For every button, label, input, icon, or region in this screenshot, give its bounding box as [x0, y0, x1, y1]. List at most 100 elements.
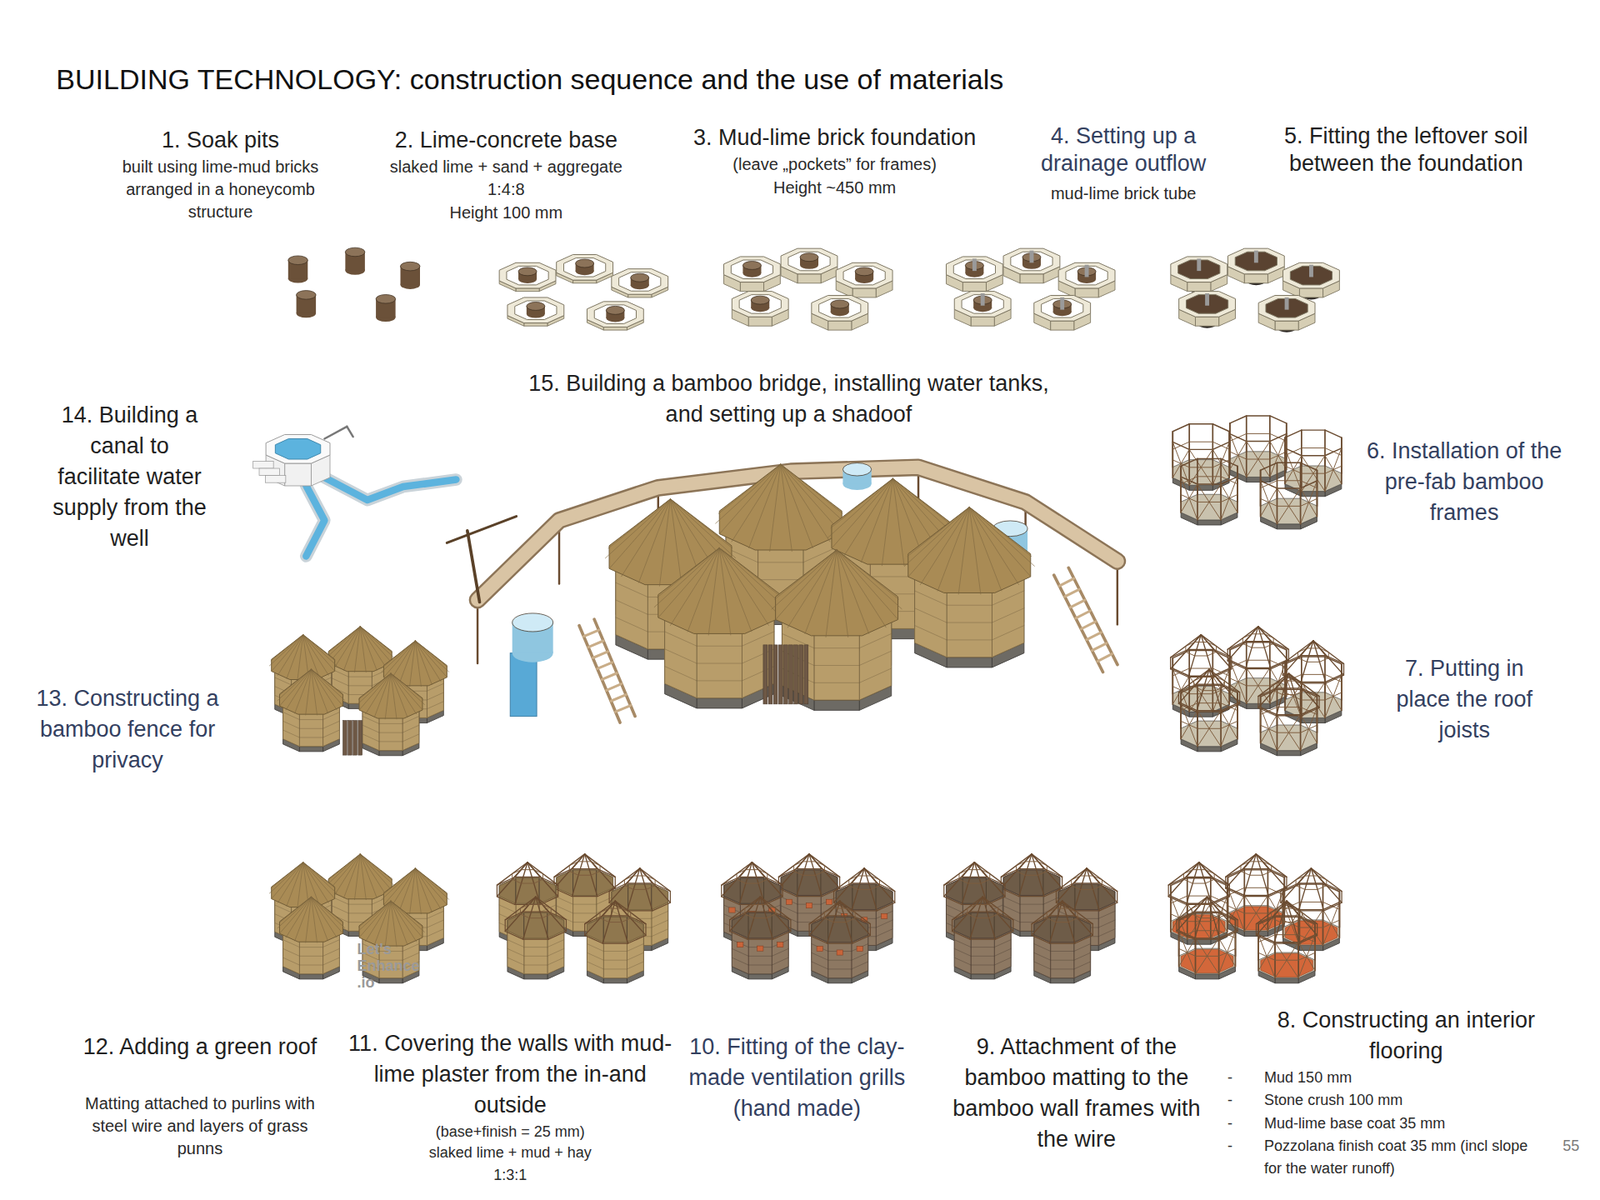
wall-texture: [524, 946, 548, 948]
foundation-ring: [1227, 248, 1285, 275]
wall-texture: [915, 608, 947, 623]
thatch-line: [720, 464, 781, 534]
well-crank: [346, 426, 353, 437]
step-heading: 14. Building a canal to facilitate water…: [48, 400, 212, 555]
soak-pit: [400, 261, 420, 271]
thatch-line: [827, 478, 893, 538]
bamboo-fence: [348, 720, 353, 755]
thatch-line: [969, 507, 1035, 567]
bridge-post: [558, 526, 560, 585]
frame-brace: [1220, 476, 1238, 520]
frame-brace: [1197, 710, 1221, 747]
drain-tube: [1060, 297, 1065, 310]
bamboo-matting: [748, 938, 772, 975]
wall-texture: [1034, 944, 1051, 952]
thatch-line: [365, 900, 391, 942]
thatch-line: [780, 464, 842, 534]
thatch-line: [958, 507, 970, 595]
foundation-ring: [586, 301, 644, 328]
thatch-line: [360, 854, 386, 895]
wall-texture: [402, 725, 420, 733]
wall-texture: [362, 734, 380, 742]
foundation-opening: [515, 300, 557, 320]
wall-texture: [696, 645, 742, 647]
watermark: Let's Enhance .io: [357, 940, 435, 991]
purlin: [1191, 904, 1223, 918]
wall-texture: [915, 590, 947, 605]
thatched-roof: [271, 862, 335, 908]
thatch-line: [719, 548, 785, 608]
thatched-roof: [908, 507, 1031, 594]
thatch-line: [719, 548, 752, 632]
purlin: [794, 861, 825, 875]
wall-texture: [945, 905, 963, 913]
wall-top: [1034, 916, 1091, 943]
canal-wall: [305, 485, 325, 556]
wall-texture: [586, 952, 604, 960]
wall-texture: [1098, 929, 1115, 937]
thatch-line: [390, 673, 417, 715]
wall-texture: [547, 940, 565, 948]
wall-texture: [1003, 905, 1020, 914]
thatch-line: [415, 868, 421, 915]
frame-brace: [1300, 707, 1318, 751]
stair-tread: [601, 673, 617, 680]
thatch-line: [780, 464, 846, 524]
wall-texture: [651, 929, 669, 937]
stone-plinth: [946, 657, 992, 668]
thatch-line: [719, 548, 731, 635]
wall-top: [954, 912, 1011, 939]
frame-brace: [1180, 484, 1198, 513]
thatch-line: [390, 673, 397, 720]
roof-ring: [1031, 915, 1093, 944]
wall-texture: [426, 692, 444, 700]
wall-texture: [556, 896, 574, 905]
thatch-line: [892, 478, 905, 565]
step-note: slaked lime + mud + hay: [377, 1141, 643, 1164]
thatch-line: [329, 854, 361, 890]
thatch-line: [415, 640, 447, 677]
step-note: built using lime-mud bricks arranged in …: [98, 155, 344, 224]
wall-top: [586, 916, 644, 943]
thatched-roof: [658, 548, 781, 635]
roof-ring: [609, 883, 670, 911]
bamboo-fence: [342, 720, 347, 755]
stair-tread: [583, 630, 599, 637]
wall-texture: [731, 957, 749, 965]
purlin: [1071, 875, 1103, 890]
wall-texture: [946, 639, 992, 640]
wall-texture: [283, 730, 300, 738]
thatch-line: [775, 550, 837, 620]
thatch-line: [920, 507, 970, 585]
roof-ring: [778, 869, 840, 897]
bamboo-matting: [1050, 942, 1075, 979]
frame-brace: [1197, 710, 1221, 747]
frame-brace: [1258, 942, 1275, 971]
wall-texture: [507, 940, 525, 948]
wall-texture: [331, 905, 349, 914]
wall-texture: [1034, 952, 1051, 960]
soak-pit: [575, 259, 595, 268]
thatched-roof: [359, 673, 423, 719]
thatch-line: [670, 548, 720, 626]
stair-tread: [1080, 621, 1095, 630]
page-number: 55: [1562, 1135, 1594, 1158]
wall-texture: [991, 608, 1024, 623]
thatch-line: [277, 896, 311, 928]
soak-pit: [800, 253, 819, 262]
thatched-roof: [328, 854, 392, 900]
roof-ring: [496, 876, 558, 905]
roof-ring: [1255, 915, 1317, 944]
wall-texture: [651, 910, 669, 919]
foundation-ring: [811, 295, 869, 321]
mix-ratio: 1:4:8: [445, 178, 568, 201]
wall-texture: [323, 720, 340, 729]
wall-texture: [1074, 944, 1091, 952]
wall-texture: [748, 955, 772, 957]
soak-pit: [630, 273, 650, 282]
wall-texture: [299, 955, 323, 957]
step-heading: 12. Adding a green roof: [82, 1031, 318, 1063]
wall-texture: [426, 701, 444, 710]
thatch-line: [718, 464, 780, 514]
step-heading: 9. Attachment of the bamboo matting to t…: [949, 1031, 1205, 1155]
